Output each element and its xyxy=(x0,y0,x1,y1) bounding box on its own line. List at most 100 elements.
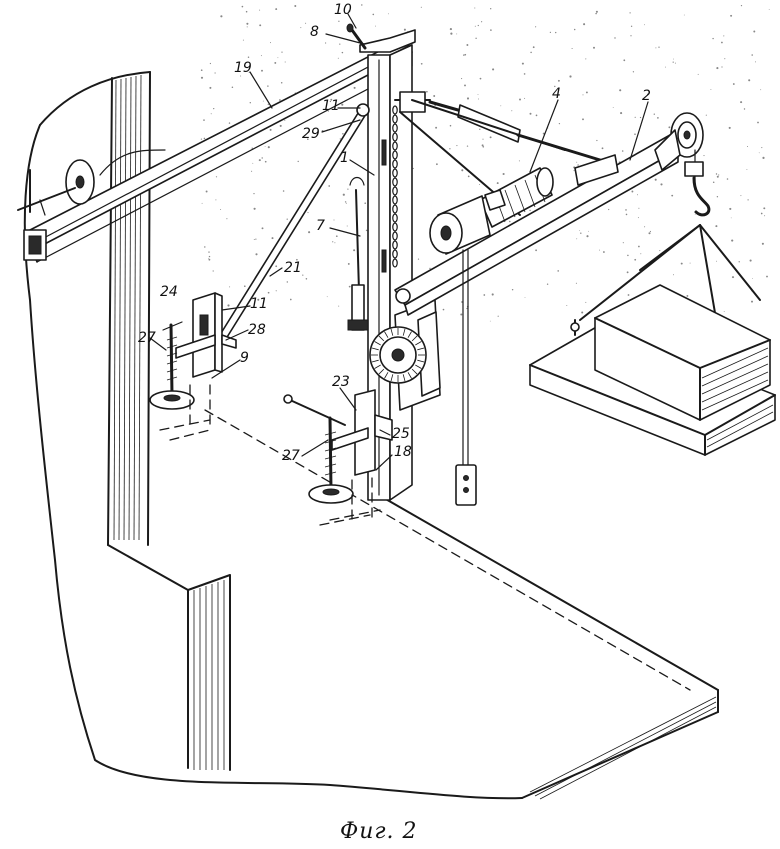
gear-tooth xyxy=(417,359,425,363)
screw-thread xyxy=(166,336,178,381)
concrete-speck xyxy=(449,124,452,127)
concrete-speck xyxy=(449,28,452,31)
load-layers xyxy=(701,347,774,448)
concrete-speck xyxy=(417,258,420,260)
concrete-speck xyxy=(253,207,256,210)
concrete-speck xyxy=(275,265,278,268)
concrete-speck xyxy=(456,145,458,147)
gear-tooth xyxy=(407,372,412,379)
concrete-speck xyxy=(341,51,344,54)
center-clamp-stand xyxy=(283,389,393,526)
concrete-speck xyxy=(203,137,206,140)
concrete-speck xyxy=(412,167,414,170)
chain-link xyxy=(392,231,398,241)
concrete-speck xyxy=(264,146,266,147)
concrete-speck xyxy=(511,110,513,112)
gear-tooth xyxy=(411,368,418,375)
concrete-speck xyxy=(300,27,302,29)
concrete-speck xyxy=(715,225,718,228)
concrete-speck xyxy=(347,188,349,190)
concrete-speck xyxy=(294,5,297,7)
concrete-speck xyxy=(227,304,230,307)
label-25: 25 xyxy=(392,426,410,442)
concrete-speck xyxy=(248,71,250,73)
concrete-speck xyxy=(226,218,228,220)
label-19: 19 xyxy=(234,60,252,76)
concrete-speck xyxy=(208,258,211,261)
concrete-speck xyxy=(337,57,339,59)
concrete-speck xyxy=(627,294,630,296)
concrete-speck xyxy=(755,61,756,63)
concrete-speck xyxy=(214,72,216,74)
concrete-speck xyxy=(576,161,578,163)
concrete-speck xyxy=(723,35,725,37)
concrete-speck xyxy=(200,69,203,72)
concrete-speck xyxy=(549,31,552,34)
concrete-speck xyxy=(554,85,556,88)
concrete-speck xyxy=(482,138,484,140)
concrete-speck xyxy=(433,95,436,97)
concrete-speck xyxy=(752,278,753,279)
concrete-speck xyxy=(715,173,718,175)
concrete-speck xyxy=(630,25,633,27)
label-9: 9 xyxy=(240,350,249,366)
concrete-speck xyxy=(280,82,283,84)
concrete-speck xyxy=(259,9,261,11)
concrete-speck xyxy=(710,89,712,91)
concrete-speck xyxy=(213,107,215,110)
concrete-speck xyxy=(763,207,766,210)
concrete-speck xyxy=(760,89,762,91)
concrete-speck xyxy=(474,25,476,27)
concrete-speck xyxy=(251,147,253,149)
concrete-speck xyxy=(334,242,336,244)
concrete-speck xyxy=(529,112,532,115)
concrete-speck xyxy=(264,160,267,163)
concrete-speck xyxy=(307,138,309,140)
concrete-speck xyxy=(251,170,253,172)
concrete-speck xyxy=(479,184,480,185)
concrete-speck xyxy=(335,235,338,238)
chain-link xyxy=(392,258,398,268)
concrete-speck xyxy=(346,225,348,227)
load-stack xyxy=(529,284,776,456)
concrete-speck xyxy=(365,229,368,232)
concrete-speck xyxy=(689,262,691,264)
concrete-speck xyxy=(297,160,299,163)
concrete-speck xyxy=(240,75,242,77)
concrete-speck xyxy=(637,194,638,196)
concrete-speck xyxy=(746,169,748,171)
concrete-speck xyxy=(267,146,270,149)
concrete-speck xyxy=(460,313,463,316)
concrete-speck xyxy=(255,238,257,240)
chain xyxy=(392,105,398,268)
concrete-speck xyxy=(302,274,304,276)
concrete-speck xyxy=(489,136,492,139)
concrete-speck xyxy=(614,37,616,39)
concrete-speck xyxy=(220,209,222,210)
concrete-speck xyxy=(632,71,635,73)
concrete-speck xyxy=(228,122,231,124)
concrete-speck xyxy=(740,101,743,104)
concrete-speck xyxy=(716,175,719,178)
gear-tooth xyxy=(390,374,394,382)
figure-caption: Фиг. 2 xyxy=(340,819,418,844)
concrete-speck xyxy=(347,262,350,265)
concrete-speck xyxy=(535,114,538,117)
chain-link xyxy=(392,141,398,151)
concrete-speck xyxy=(210,113,212,115)
concrete-speck xyxy=(718,174,720,176)
concrete-speck xyxy=(330,98,333,101)
concrete-speck xyxy=(341,103,344,106)
concrete-speck xyxy=(637,217,639,219)
concrete-speck xyxy=(466,145,469,147)
concrete-speck xyxy=(249,102,251,104)
concrete-speck xyxy=(339,43,341,45)
concrete-speck xyxy=(732,83,735,85)
concrete-speck xyxy=(257,298,260,301)
concrete-speck xyxy=(585,301,587,303)
chain-link xyxy=(392,150,398,160)
label-28: 28 xyxy=(248,322,266,338)
concrete-speck xyxy=(595,12,597,15)
concrete-speck xyxy=(764,215,766,217)
concrete-speck xyxy=(601,147,604,150)
